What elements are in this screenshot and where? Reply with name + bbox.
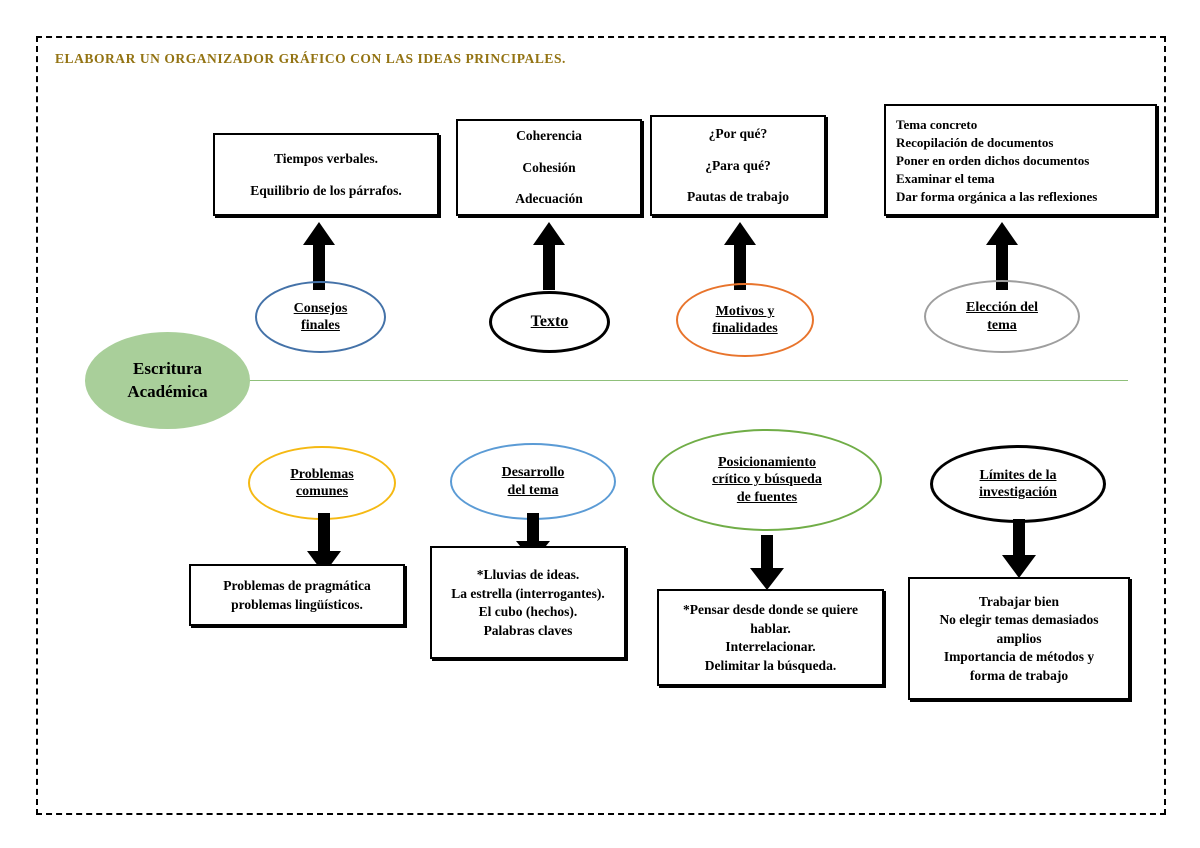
arrow-up-eleccion-del-tema (985, 222, 1019, 290)
box-line: Tiempos verbales. (274, 151, 378, 166)
ellipse-label-line2: finalidades (712, 321, 778, 336)
box-line: Poner en orden dichos documentos (896, 152, 1090, 168)
arrow-up-texto (532, 222, 566, 290)
ellipse-consejos-finales[interactable]: Consejos finales (255, 281, 386, 353)
ellipse-label-line1: Elección del (966, 300, 1038, 316)
box-texto[interactable]: Coherencia Cohesión Adecuación (456, 119, 642, 216)
box-line: Adecuación (515, 191, 583, 207)
ellipse-label-line1: Texto (530, 313, 569, 331)
box-line: Recopilación de documentos (896, 134, 1054, 150)
ellipse-label-line2: comunes (295, 484, 349, 499)
box-line: Importancia de métodos y (943, 649, 1095, 665)
arrow-up-consejos-finales (302, 222, 336, 290)
box-line: Interrelacionar. (725, 639, 816, 654)
box-line: problemas lingüísticos. (231, 596, 363, 612)
box-eleccion-del-tema[interactable]: Tema concreto Recopilación de documentos… (884, 104, 1157, 216)
box-motivos-y-finalidades[interactable]: ¿Por qué? ¿Para qué? Pautas de trabajo (650, 115, 826, 216)
arrow-up-motivos-y-finalidades (723, 222, 757, 290)
hub-node-escritura-academica[interactable]: Escritura Académica (85, 332, 250, 429)
ellipse-label-line2: crítico y búsqueda (712, 472, 822, 488)
box-problemas-comunes[interactable]: Problemas de pragmática problemas lingüí… (189, 564, 405, 626)
box-line: Pautas de trabajo (687, 189, 789, 205)
ellipse-label-line1: Posicionamiento (718, 455, 816, 471)
ellipse-label-line1: Consejos (293, 300, 348, 316)
ellipse-label-line2: tema (987, 317, 1017, 333)
arrow-down-posicionamiento-critico (748, 535, 786, 591)
ellipse-label-line1: Motivos y (715, 303, 775, 319)
ellipse-label-line2: finales (301, 318, 340, 333)
hub-label-line2: Académica (127, 381, 208, 401)
ellipse-limites-de-la-investigacion[interactable]: Límites de la investigación (930, 445, 1106, 523)
page-title: ELABORAR UN ORGANIZADOR GRÁFICO CON LAS … (55, 51, 566, 66)
ellipse-label-line1: Desarrollo (501, 465, 565, 481)
box-desarrollo-del-tema[interactable]: *Lluvias de ideas. La estrella (interrog… (430, 546, 626, 659)
box-line: Delimitar la búsqueda. (704, 657, 837, 673)
ellipse-eleccion-del-tema[interactable]: Elección del tema (924, 280, 1080, 353)
hub-spine-line (245, 380, 1128, 381)
hub-label-line1: Escritura (133, 359, 202, 379)
ellipse-label-line1: Límites de la (979, 467, 1057, 483)
box-line: ¿Para qué? (705, 157, 771, 173)
ellipse-posicionamiento-critico[interactable]: Posicionamiento crítico y búsqueda de fu… (652, 429, 882, 531)
box-consejos-finales[interactable]: Tiempos verbales. Equilibrio de los párr… (213, 133, 439, 216)
box-line: No elegir temas demasiados (939, 612, 1099, 628)
box-posicionamiento-critico[interactable]: *Pensar desde donde se quiere hablar. In… (657, 589, 884, 686)
ellipse-label-line2: investigación (979, 485, 1057, 500)
box-line: El cubo (hechos). (478, 604, 578, 619)
box-line: Problemas de pragmática (223, 578, 371, 593)
ellipse-problemas-comunes[interactable]: Problemas comunes (248, 446, 396, 520)
box-line: Cohesión (522, 159, 576, 175)
ellipse-desarrollo-del-tema[interactable]: Desarrollo del tema (450, 443, 616, 520)
arrow-down-limites-de-la-investigacion (1000, 519, 1038, 579)
diagram-dashed-frame (36, 36, 1166, 815)
box-line: forma de trabajo (969, 667, 1069, 683)
box-line: Equilibrio de los párrafos. (250, 182, 402, 198)
box-line: hablar. (750, 620, 791, 636)
box-line: *Lluvias de ideas. (476, 567, 580, 582)
box-line: Dar forma orgánica a las reflexiones (896, 188, 1098, 204)
ellipse-label-line1: Problemas (290, 466, 354, 482)
box-limites-de-la-investigacion[interactable]: Trabajar bien No elegir temas demasiados… (908, 577, 1130, 700)
box-line: Palabras claves (483, 622, 573, 638)
arrow-down-problemas-comunes (305, 513, 343, 575)
ellipse-label-line3: de fuentes (736, 489, 798, 505)
box-line: Examinar el tema (896, 170, 995, 186)
ellipse-texto[interactable]: Texto (489, 291, 610, 353)
box-line: Coherencia (516, 128, 582, 144)
ellipse-label-line2: del tema (507, 482, 559, 498)
box-line: Trabajar bien (978, 593, 1060, 609)
box-line: ¿Por qué? (708, 126, 768, 142)
box-line: Tema concreto (896, 116, 978, 132)
ellipse-motivos-y-finalidades[interactable]: Motivos y finalidades (676, 283, 814, 357)
box-line: amplios (996, 630, 1042, 646)
box-line: La estrella (interrogantes). (451, 585, 605, 601)
box-line: *Pensar desde donde se quiere (682, 602, 858, 617)
